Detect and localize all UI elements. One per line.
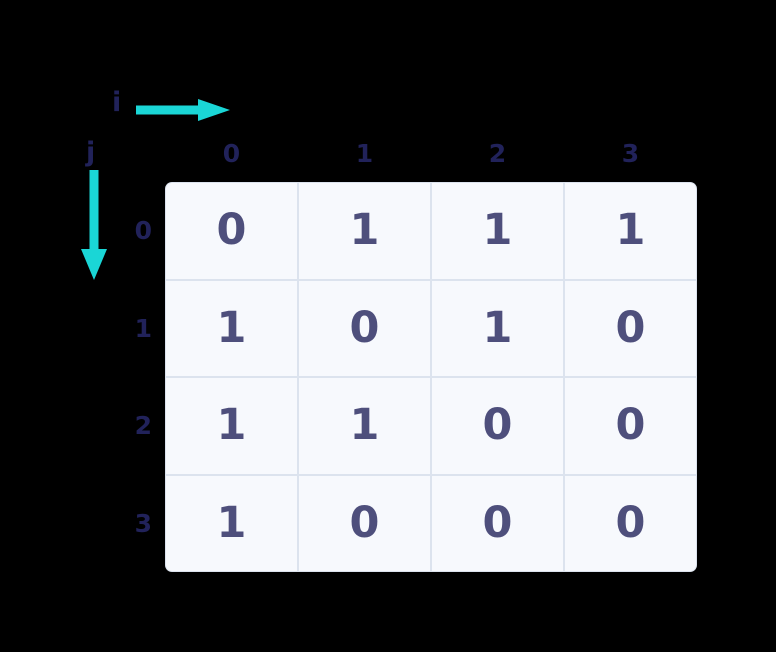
row-header-3: 3: [134, 508, 152, 538]
matrix-cell-3-0[interactable]: 1: [166, 475, 297, 571]
matrix-cell-2-0[interactable]: 1: [166, 378, 297, 474]
matrix-cell-1-3[interactable]: 0: [565, 280, 696, 376]
matrix-cell-0-1[interactable]: 1: [299, 183, 430, 279]
axis-label-i: i: [112, 87, 122, 118]
column-header-row: 0 1 2 3: [165, 136, 697, 170]
matrix-cell-3-1[interactable]: 0: [299, 475, 430, 571]
matrix-cell-3-2[interactable]: 0: [432, 475, 563, 571]
column-header-3: 3: [621, 138, 640, 168]
matrix-grid: 0 1 1 1 1 0 1 0 1 1 0 0 1 0 0 0: [165, 182, 697, 572]
matrix-cell-1-1[interactable]: 0: [299, 280, 430, 376]
arrow-right-icon: [136, 96, 230, 124]
matrix-cell-2-1[interactable]: 1: [299, 378, 430, 474]
matrix-cell-3-3[interactable]: 0: [565, 475, 696, 571]
matrix-cell-0-0[interactable]: 0: [166, 183, 297, 279]
matrix-cell-2-3[interactable]: 0: [565, 378, 696, 474]
table-row: 1 0 1 0: [166, 280, 696, 376]
axis-label-j: j: [86, 137, 96, 168]
column-header-2: 2: [488, 138, 507, 168]
matrix-cell-1-0[interactable]: 1: [166, 280, 297, 376]
matrix-cell-2-2[interactable]: 0: [432, 378, 563, 474]
table-row: 1 0 0 0: [166, 475, 696, 571]
row-header-column: 0 1 2 3: [106, 182, 152, 572]
row-header-1: 1: [134, 313, 152, 343]
matrix-cell-0-2[interactable]: 1: [432, 183, 563, 279]
table-row: 1 1 0 0: [166, 378, 696, 474]
column-header-0: 0: [222, 138, 241, 168]
matrix-cell-0-3[interactable]: 1: [565, 183, 696, 279]
column-header-1: 1: [355, 138, 374, 168]
table-row: 0 1 1 1: [166, 183, 696, 279]
row-header-2: 2: [134, 411, 152, 441]
matrix-cell-1-2[interactable]: 1: [432, 280, 563, 376]
row-header-0: 0: [134, 216, 152, 246]
arrow-down-icon: [78, 170, 110, 280]
